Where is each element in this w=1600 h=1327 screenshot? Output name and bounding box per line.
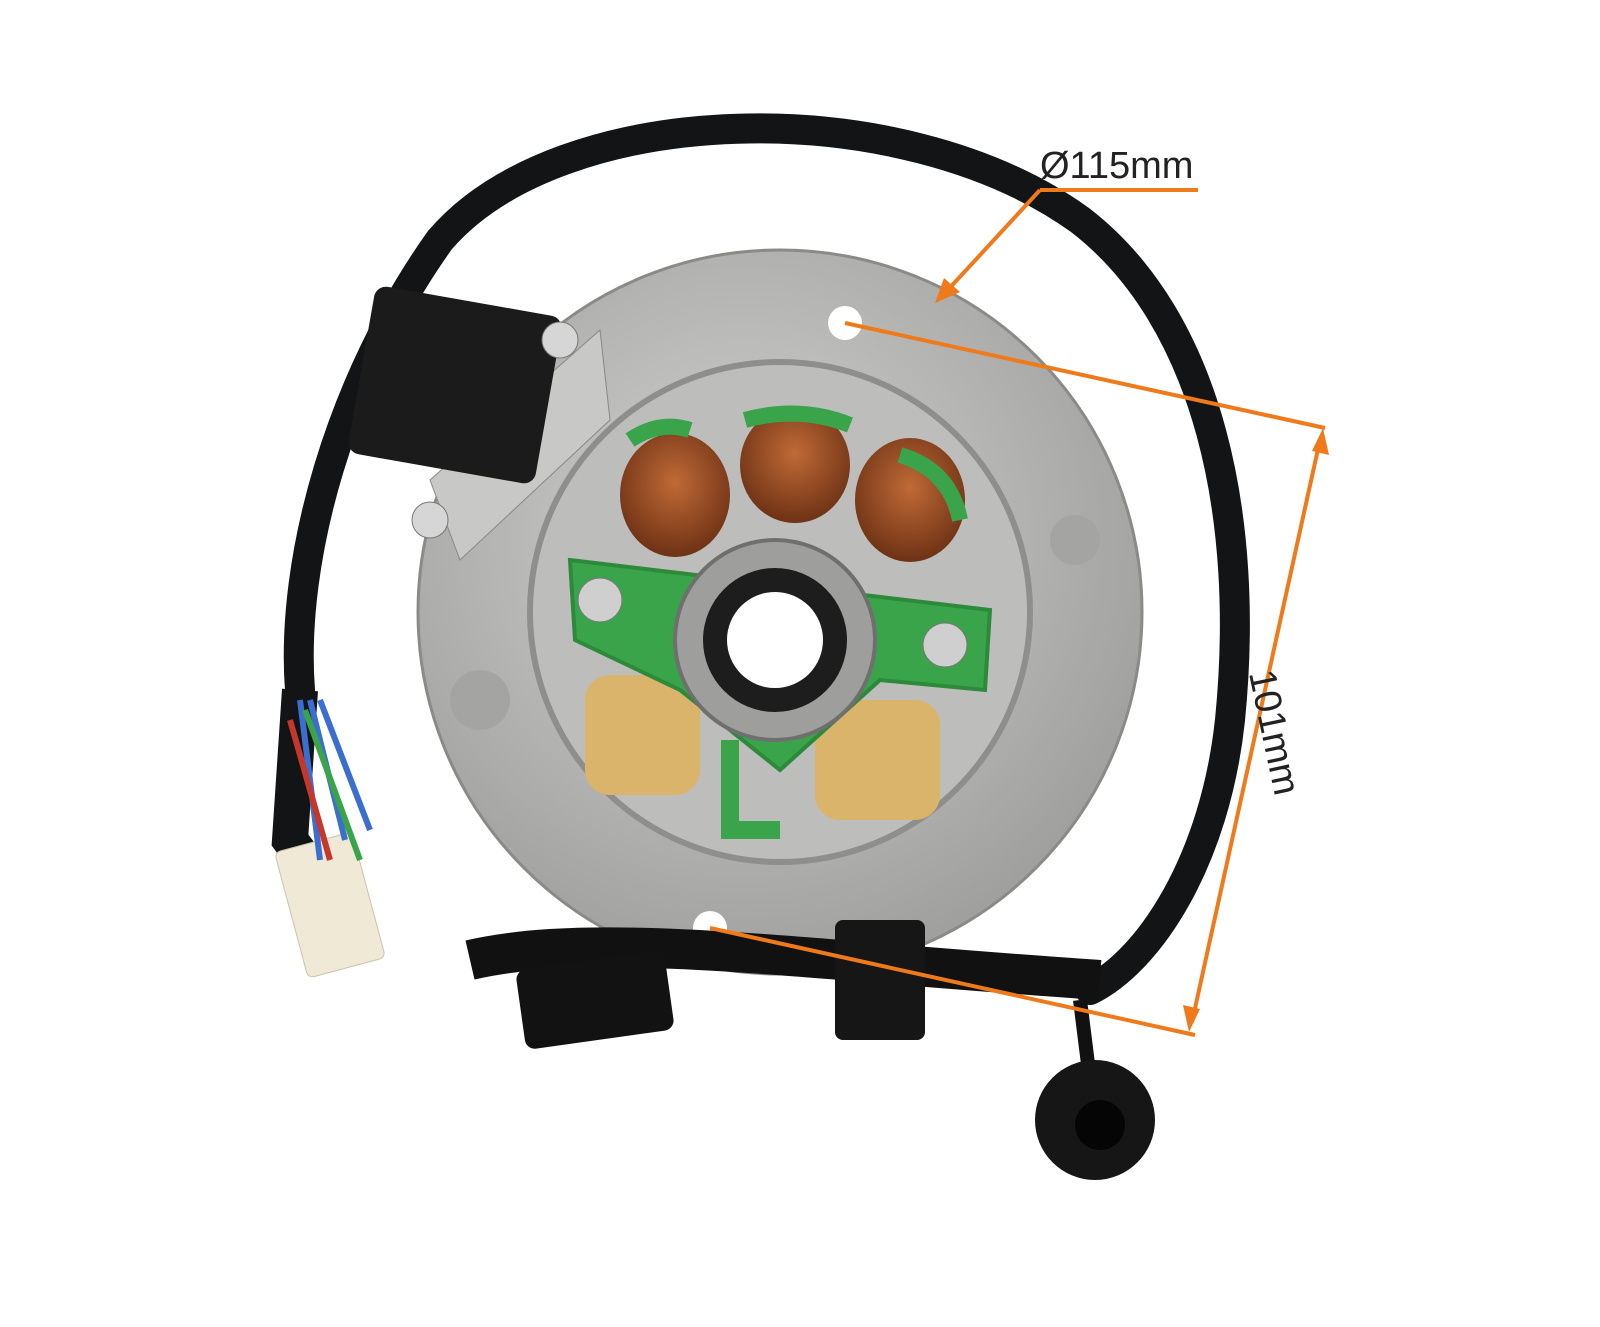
height-label: 101mm — [1240, 666, 1307, 799]
diameter-label: Ø115mm — [1040, 145, 1193, 187]
pickup-coil — [348, 286, 611, 561]
center-bearing — [673, 538, 877, 742]
stator-coils — [567, 405, 993, 839]
connectors — [275, 698, 1155, 1180]
dimension-annotations — [709, 188, 1329, 1037]
